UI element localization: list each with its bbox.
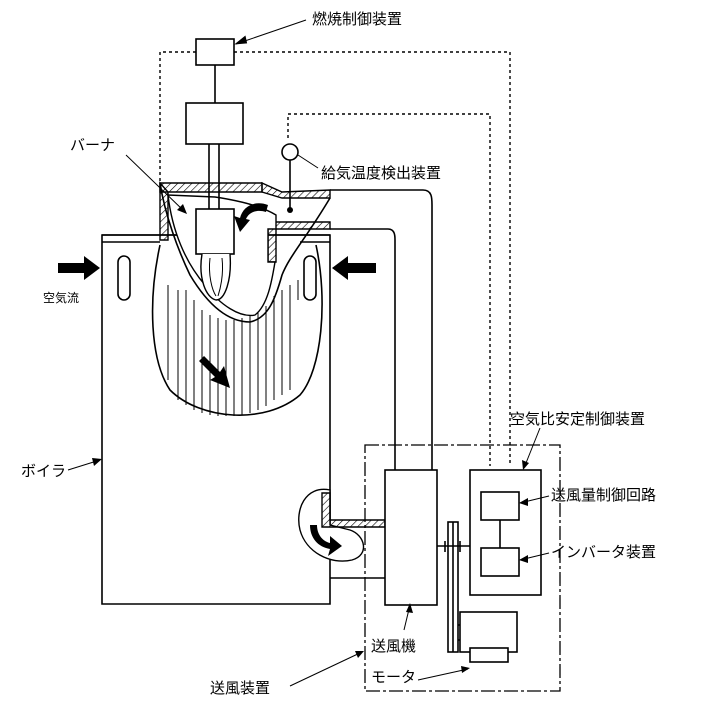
burner-actuator bbox=[185, 102, 244, 145]
label-air-flow: 空気流 bbox=[43, 290, 79, 305]
burner-head bbox=[195, 208, 235, 255]
air-duct bbox=[330, 189, 433, 470]
motor bbox=[458, 611, 518, 663]
belt-drive bbox=[437, 521, 470, 653]
diagonal-flow-arrow-icon bbox=[199, 356, 230, 388]
leader-lines bbox=[67, 154, 550, 687]
airflow-arrow-right-icon bbox=[332, 256, 376, 280]
blower-box bbox=[384, 469, 438, 606]
combustion-controller-box bbox=[195, 38, 235, 66]
label-air-volume-circuit: 送風量制御回路 bbox=[551, 486, 656, 504]
air-temp-detector bbox=[281, 143, 299, 213]
label-inverter: インバータ装置 bbox=[551, 543, 656, 561]
motor-box bbox=[459, 611, 518, 653]
label-air-ratio-stabilizer: 空気比安定制御装置 bbox=[510, 410, 645, 428]
left-slot bbox=[117, 255, 131, 301]
lower-duct bbox=[298, 488, 386, 579]
flow-arrows bbox=[58, 203, 376, 556]
label-burner: バーナ bbox=[70, 136, 115, 154]
inverter-box bbox=[480, 547, 520, 577]
curved-flow-arrow-icon bbox=[234, 203, 268, 232]
leader-combustion-controller bbox=[235, 19, 307, 45]
control-signal-lines bbox=[159, 51, 511, 466]
label-combustion-controller: 燃焼制御装置 bbox=[312, 10, 402, 28]
air-supply-unit-frame bbox=[364, 444, 561, 692]
label-boiler: ボイラ bbox=[21, 462, 66, 480]
label-air-temp-detector: 給気温度検出装置 bbox=[321, 164, 441, 182]
label-air-supply-unit: 送風装置 bbox=[210, 679, 270, 697]
airflow-arrow-left-icon bbox=[58, 256, 100, 280]
right-slot bbox=[303, 255, 317, 301]
temp-sensor-icon bbox=[281, 143, 299, 161]
air-ratio-stabilizer-box bbox=[469, 469, 542, 596]
motor-base bbox=[469, 647, 509, 663]
label-motor: モータ bbox=[371, 668, 416, 686]
lower-curved-arrow-icon bbox=[310, 525, 342, 556]
air-volume-circuit-box bbox=[480, 491, 520, 521]
label-blower: 送風機 bbox=[371, 637, 416, 655]
leader-air-temp bbox=[297, 154, 319, 169]
